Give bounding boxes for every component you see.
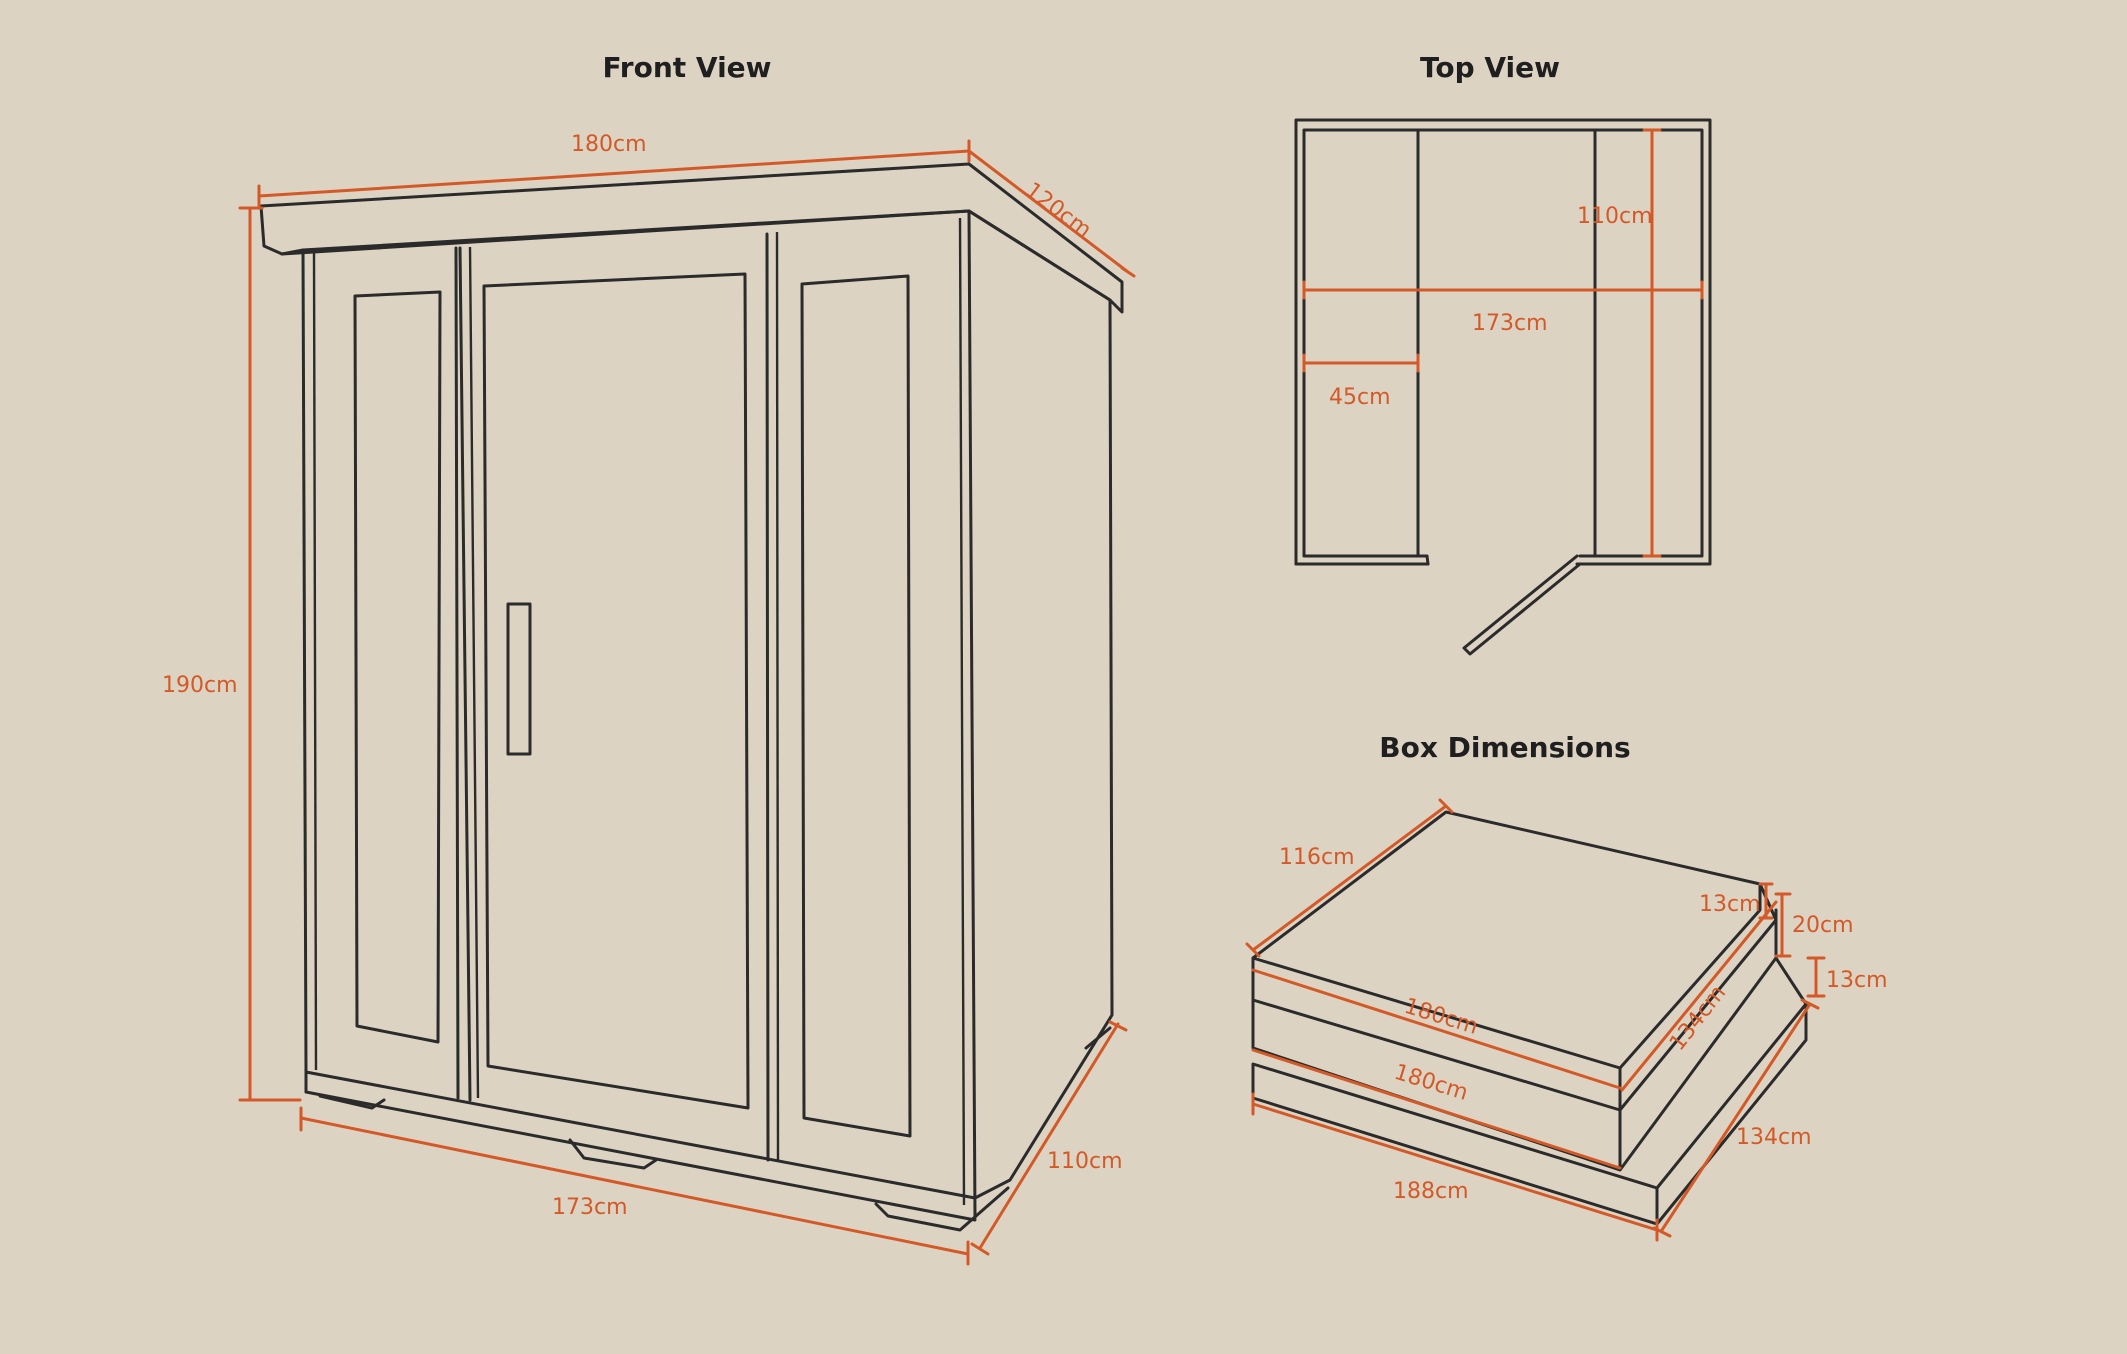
label-front-height: 190cm bbox=[162, 673, 238, 698]
front-frame-right-inner bbox=[958, 217, 966, 1206]
dim-line-box2-length bbox=[1251, 1048, 1622, 1170]
door-panel bbox=[482, 272, 750, 1110]
dim-line-front-depth-bottom bbox=[970, 1020, 1128, 1256]
label-box3-width: 134cm bbox=[1736, 1125, 1812, 1150]
dim-line-box3-width bbox=[1652, 998, 1820, 1238]
front-view-drawing bbox=[238, 139, 1136, 1266]
label-box1-thickness: 13cm bbox=[1699, 892, 1761, 917]
top-view-drawing bbox=[1294, 118, 1712, 656]
front-base-bottom bbox=[304, 1090, 977, 1222]
dim-line-top-width bbox=[1302, 280, 1704, 300]
dim-line-top-bench bbox=[1302, 353, 1420, 373]
label-box1-depth: 116cm bbox=[1279, 845, 1355, 870]
foot-left bbox=[318, 1094, 386, 1110]
front-view-title: Front View bbox=[602, 51, 771, 84]
top-inner-wall bbox=[1302, 128, 1704, 558]
front-frame-left-inner bbox=[312, 251, 318, 1071]
dim-line-front-height bbox=[238, 206, 302, 1102]
door-handle bbox=[506, 602, 532, 756]
label-top-width: 173cm bbox=[1472, 311, 1548, 336]
right-side-wall bbox=[967, 209, 1114, 1200]
front-frame-right bbox=[967, 209, 977, 1220]
top-wall-left-end bbox=[1294, 554, 1430, 566]
roof-underside bbox=[280, 209, 971, 256]
top-door-swing bbox=[1462, 554, 1582, 656]
box-dimensions-drawing bbox=[1245, 798, 1826, 1242]
front-base-top bbox=[304, 1070, 977, 1200]
dim-line-box1-width bbox=[1620, 900, 1778, 1092]
label-front-depth-bottom: 110cm bbox=[1047, 1149, 1123, 1174]
foot-middle bbox=[568, 1138, 658, 1170]
label-top-depth: 110cm bbox=[1577, 204, 1653, 229]
label-front-width-bottom: 173cm bbox=[552, 1195, 628, 1220]
foot-back bbox=[1084, 1026, 1112, 1050]
right-panel-frame-left bbox=[765, 232, 770, 1162]
dim-line-front-depth-top bbox=[967, 149, 1136, 278]
label-box1-width: 134cm bbox=[1665, 981, 1731, 1056]
door-frame-left-inner bbox=[468, 246, 480, 1099]
dim-line-top-depth bbox=[1642, 128, 1662, 558]
label-front-width-top: 180cm bbox=[571, 132, 647, 157]
dim-line-combined-height bbox=[1774, 892, 1792, 958]
dim-line-box1-depth bbox=[1245, 798, 1454, 958]
right-panel-glass bbox=[800, 274, 912, 1138]
box2-outline bbox=[1251, 908, 1778, 1172]
box-dimensions-title: Box Dimensions bbox=[1379, 731, 1630, 764]
label-combined-height: 20cm bbox=[1792, 913, 1854, 938]
left-panel-glass bbox=[353, 290, 442, 1044]
dim-line-box1-length bbox=[1251, 968, 1622, 1090]
top-outer-wall bbox=[1294, 118, 1712, 566]
left-panel-frame bbox=[454, 246, 460, 1100]
dim-line-front-width-bottom bbox=[299, 1106, 970, 1266]
label-top-bench: 45cm bbox=[1329, 385, 1391, 410]
foot-right bbox=[874, 1186, 1010, 1232]
door-frame-left bbox=[458, 246, 472, 1102]
top-view-title: Top View bbox=[1420, 51, 1560, 84]
label-box1-length: 180cm bbox=[1401, 994, 1481, 1040]
label-box3-length: 188cm bbox=[1393, 1179, 1469, 1204]
dim-line-box2-thickness bbox=[1806, 956, 1826, 998]
label-box2-thickness: 13cm bbox=[1826, 968, 1888, 993]
right-panel-frame-left-inner bbox=[775, 231, 780, 1161]
front-frame-left bbox=[301, 248, 308, 1074]
